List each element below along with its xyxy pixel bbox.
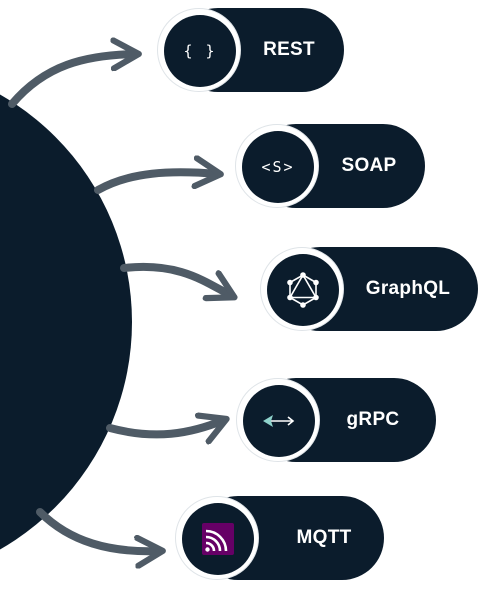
protocol-soap-label: SOAP — [341, 155, 397, 176]
hub-circle — [0, 94, 132, 550]
protocol-grpc-badge — [236, 378, 320, 462]
protocol-mqtt-badge — [175, 496, 259, 580]
grpc-arrow-icon — [263, 415, 295, 427]
curly-braces-icon: { } — [183, 42, 217, 60]
arrow-mqtt — [36, 508, 160, 551]
protocol-graphql-badge — [260, 247, 344, 331]
protocol-rest-badge: { } — [157, 8, 241, 92]
arrow-grpc — [106, 420, 224, 434]
protocol-soap-badge: <S> — [235, 124, 319, 208]
soap-s-icon: <S> — [261, 158, 295, 176]
mqtt-icon — [202, 523, 234, 555]
graphql-icon — [287, 272, 319, 308]
protocol-grpc-label: gRPC — [346, 409, 400, 430]
arrow-graphql — [120, 262, 232, 296]
arrow-soap — [94, 172, 218, 194]
protocol-rest-label: REST — [263, 39, 315, 60]
arrow-rest — [8, 54, 136, 108]
protocol-mqtt-label: MQTT — [296, 527, 352, 548]
protocol-graphql-label: GraphQL — [365, 278, 451, 299]
